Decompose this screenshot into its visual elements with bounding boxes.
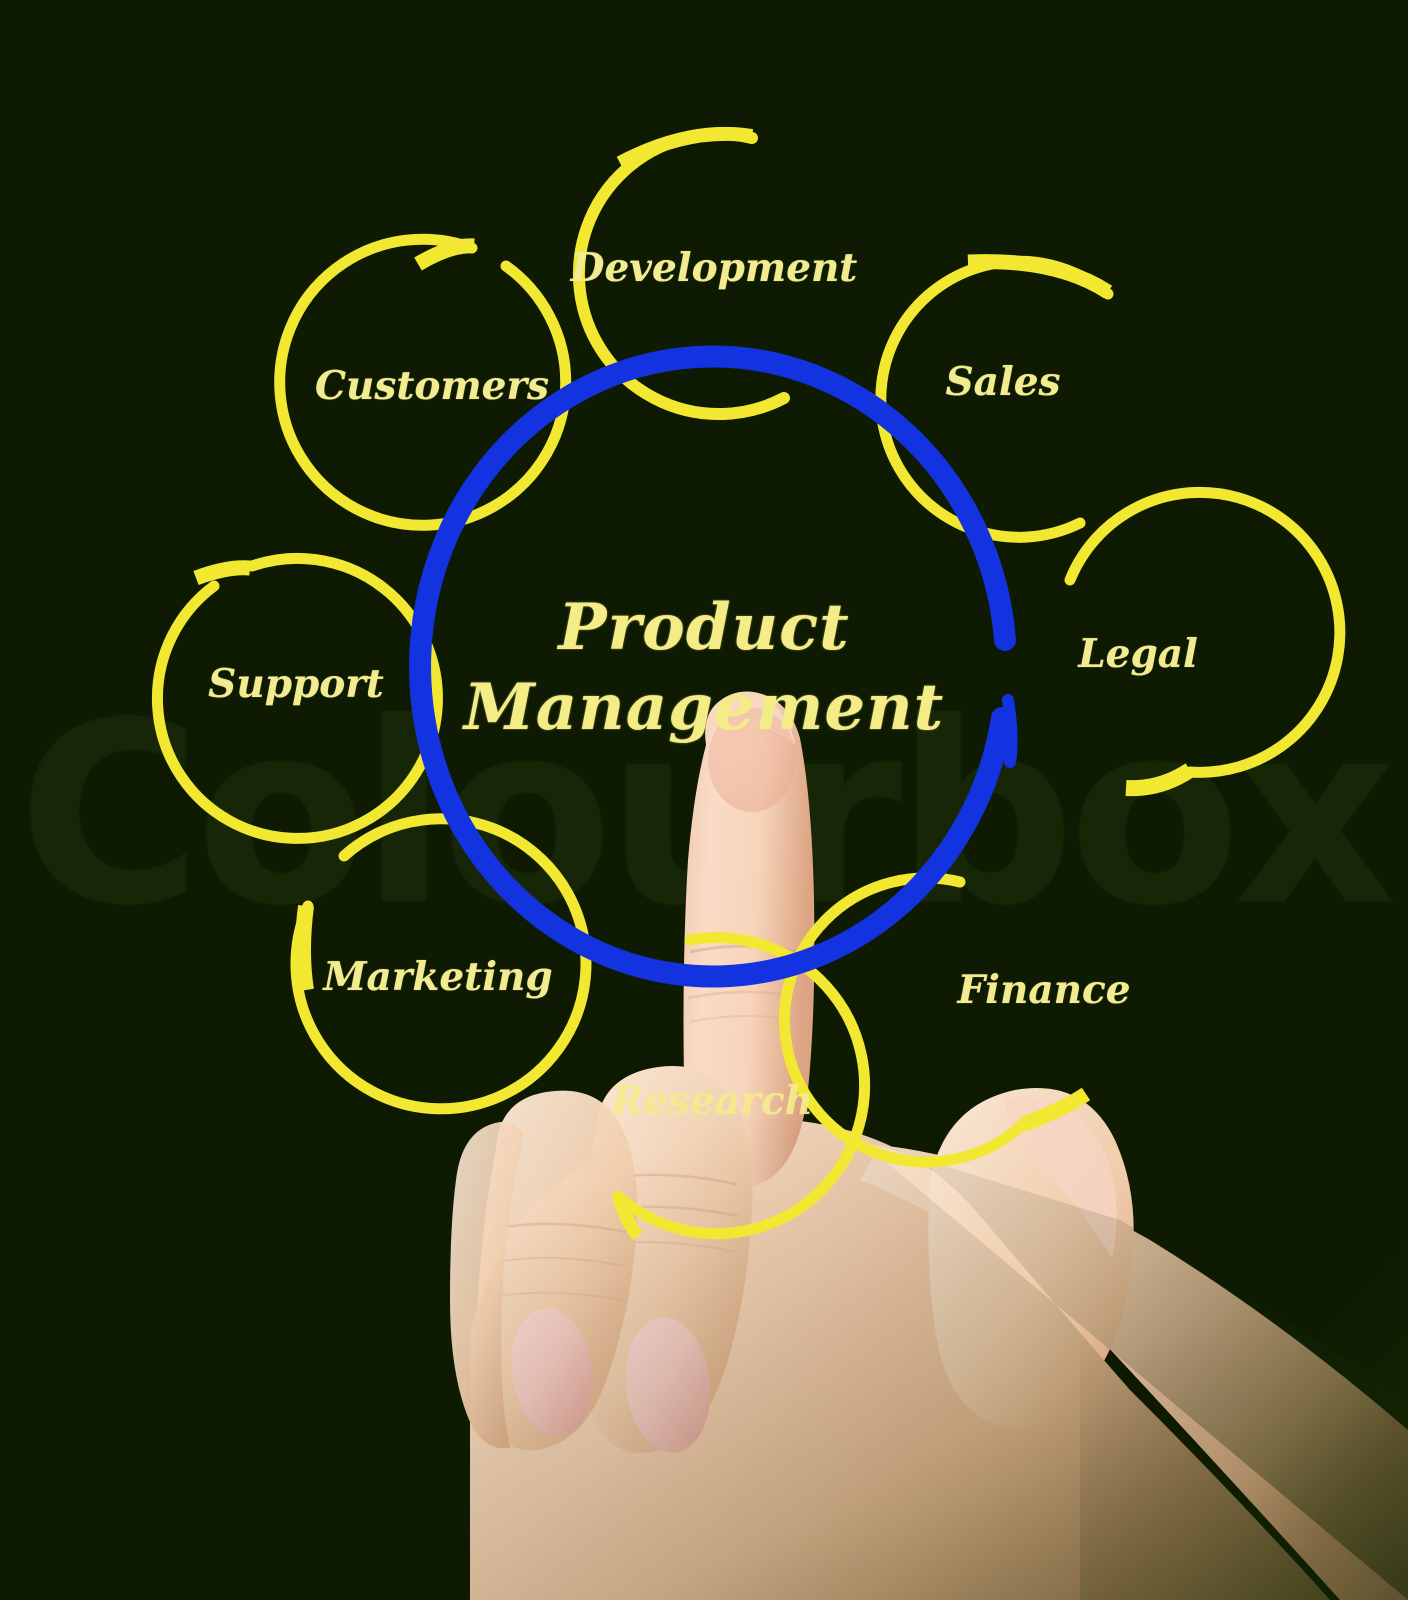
node-label-sales: Sales	[945, 359, 1061, 405]
node-label-legal: Legal	[1078, 631, 1198, 677]
node-circle-finance	[778, 872, 1091, 1168]
node-label-finance: Finance	[957, 967, 1131, 1013]
center-title-line1: Product	[558, 590, 850, 665]
node-label-marketing: Marketing	[323, 954, 553, 1000]
node-label-support: Support	[208, 661, 384, 707]
node-circle-support	[151, 552, 443, 844]
center-title-line2: Management	[463, 670, 945, 745]
node-label-development: Development	[570, 245, 858, 291]
node-circle-legal	[1064, 486, 1346, 797]
node-circle-research	[611, 932, 871, 1241]
node-circle-development	[572, 126, 790, 421]
node-circle-customers	[274, 233, 572, 531]
node-label-customers: Customers	[315, 363, 549, 409]
center-title: Product Management	[464, 588, 944, 748]
node-label-research: Research	[611, 1078, 813, 1124]
